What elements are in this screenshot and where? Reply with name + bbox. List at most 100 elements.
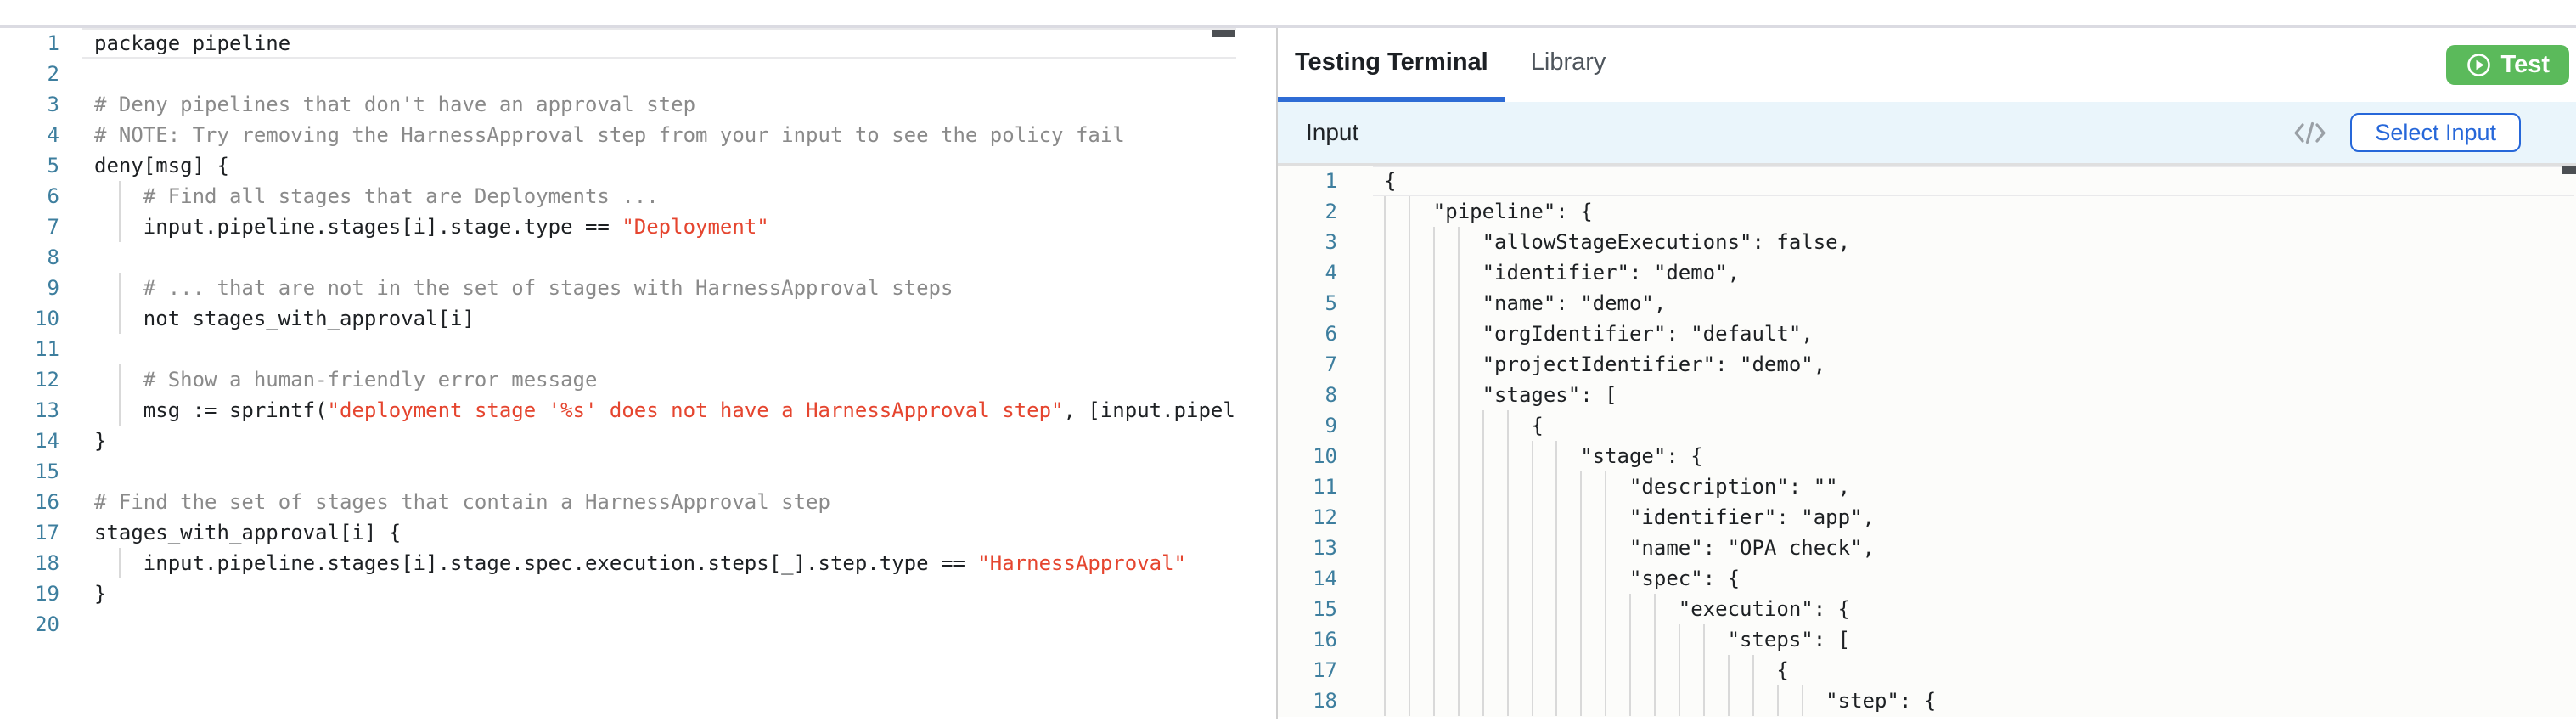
indent-guide bbox=[1654, 655, 1656, 685]
code-icon[interactable] bbox=[2292, 121, 2327, 145]
policy-code-line[interactable]: 4# NOTE: Try removing the HarnessApprova… bbox=[0, 120, 1236, 150]
input-json-editor[interactable]: 1{2 "pipeline": {3 "allowStageExecutions… bbox=[1278, 166, 2576, 717]
policy-code-line[interactable]: 7 input.pipeline.stages[i].stage.type ==… bbox=[0, 212, 1236, 242]
code-line-text: "pipeline": { bbox=[1384, 196, 1593, 227]
indent-guide bbox=[1384, 624, 1386, 655]
json-code-line[interactable]: 6 "orgIdentifier": "default", bbox=[1278, 319, 2576, 349]
policy-code-line[interactable]: 15 bbox=[0, 456, 1236, 487]
policy-code-line[interactable]: 3# Deny pipelines that don't have an app… bbox=[0, 89, 1236, 120]
code-line-text: } bbox=[94, 578, 106, 609]
code-line-text: stages_with_approval[i] { bbox=[94, 517, 401, 548]
json-code-line[interactable]: 4 "identifier": "demo", bbox=[1278, 257, 2576, 288]
policy-code-line[interactable]: 19} bbox=[0, 578, 1236, 609]
indent-guide bbox=[1482, 655, 1484, 685]
json-code-line[interactable]: 12 "identifier": "app", bbox=[1278, 502, 2576, 533]
code-line-text: { bbox=[1384, 655, 1788, 685]
policy-code-line[interactable]: 8 bbox=[0, 242, 1236, 273]
policy-code-line[interactable]: 12 # Show a human-friendly error message bbox=[0, 364, 1236, 395]
policy-code-line[interactable]: 10 not stages_with_approval[i] bbox=[0, 303, 1236, 334]
indent-guide bbox=[1432, 594, 1435, 624]
select-input-button[interactable]: Select Input bbox=[2350, 113, 2521, 152]
code-line-text: "orgIdentifier": "default", bbox=[1384, 319, 1814, 349]
indent-guide bbox=[1531, 471, 1533, 502]
json-code-line[interactable]: 13 "name": "OPA check", bbox=[1278, 533, 2576, 563]
policy-code-line[interactable]: 18 input.pipeline.stages[i].stage.spec.e… bbox=[0, 548, 1236, 578]
json-code-line[interactable]: 1{ bbox=[1278, 166, 2576, 196]
json-code-line[interactable]: 15 "execution": { bbox=[1278, 594, 2576, 624]
tab-library[interactable]: Library bbox=[1514, 28, 1623, 102]
indent-guide bbox=[1482, 685, 1484, 716]
json-editor-lines[interactable]: 1{2 "pipeline": {3 "allowStageExecutions… bbox=[1278, 166, 2576, 716]
json-code-line[interactable]: 16 "steps": [ bbox=[1278, 624, 2576, 655]
indent-guide bbox=[1555, 563, 1558, 594]
indent-guide bbox=[1654, 685, 1656, 716]
policy-code-line[interactable]: 17 stages_with_approval[i] { bbox=[0, 517, 1236, 548]
indent-guide bbox=[118, 395, 121, 426]
indent-guide bbox=[1654, 594, 1656, 624]
code-line-text: "stages": [ bbox=[1384, 380, 1617, 410]
line-number: 16 bbox=[1313, 628, 1337, 651]
tab-testing-terminal[interactable]: Testing Terminal bbox=[1278, 28, 1505, 102]
indent-guide bbox=[1629, 685, 1632, 716]
policy-code-line[interactable]: 16# Find the set of stages that contain … bbox=[0, 487, 1236, 517]
json-code-line[interactable]: 17 { bbox=[1278, 655, 2576, 685]
json-code-line[interactable]: 3 "allowStageExecutions": false, bbox=[1278, 227, 2576, 257]
code-segment-default: { bbox=[1384, 414, 1544, 437]
json-code-line[interactable]: 8 "stages": [ bbox=[1278, 380, 2576, 410]
line-number: 17 bbox=[35, 521, 59, 544]
indent-guide bbox=[1432, 441, 1435, 471]
code-line-text: input.pipeline.stages[i].stage.type == "… bbox=[94, 212, 769, 242]
policy-code-line[interactable]: 13 msg := sprintf("deployment stage '%s'… bbox=[0, 395, 1236, 426]
line-number: 12 bbox=[1313, 505, 1337, 529]
policy-code-line[interactable]: 6 # Find all stages that are Deployments… bbox=[0, 181, 1236, 212]
indent-guide bbox=[1408, 533, 1410, 563]
json-code-line[interactable]: 18 "step": { bbox=[1278, 685, 2576, 716]
line-number: 3 bbox=[1325, 230, 1337, 254]
indent-guide bbox=[1776, 685, 1779, 716]
json-code-line[interactable]: 10 "stage": { bbox=[1278, 441, 2576, 471]
overview-cursor-marker bbox=[1212, 30, 1235, 37]
indent-guide bbox=[1457, 441, 1460, 471]
indent-guide bbox=[1482, 502, 1484, 533]
indent-guide bbox=[1629, 655, 1632, 685]
indent-guide bbox=[1408, 502, 1410, 533]
indent-guide bbox=[1580, 563, 1583, 594]
indent-guide bbox=[1605, 471, 1607, 502]
policy-code-line[interactable]: 11 bbox=[0, 334, 1236, 364]
indent-guide bbox=[1482, 624, 1484, 655]
indent-guide bbox=[1605, 655, 1607, 685]
code-segment-default: "step": { bbox=[1384, 689, 1937, 713]
indent-guide bbox=[1457, 624, 1460, 655]
line-number: 14 bbox=[1313, 567, 1337, 590]
test-button[interactable]: Test bbox=[2445, 45, 2569, 85]
indent-guide bbox=[1702, 624, 1705, 655]
json-code-line[interactable]: 14 "spec": { bbox=[1278, 563, 2576, 594]
indent-guide bbox=[1482, 563, 1484, 594]
code-segment-string: "HarnessApproval" bbox=[977, 551, 1186, 575]
policy-code-line[interactable]: 9 # ... that are not in the set of stage… bbox=[0, 273, 1236, 303]
policy-code-line[interactable]: 2 bbox=[0, 59, 1236, 89]
code-segment-comment: # ... that are not in the set of stages … bbox=[94, 276, 953, 300]
indent-guide bbox=[1457, 594, 1460, 624]
current-line-highlight bbox=[1373, 166, 2574, 196]
json-code-line[interactable]: 5 "name": "demo", bbox=[1278, 288, 2576, 319]
code-segment-comment: # Deny pipelines that don't have an appr… bbox=[94, 93, 696, 116]
json-code-line[interactable]: 11 "description": "", bbox=[1278, 471, 2576, 502]
code-line-text: msg := sprintf("deployment stage '%s' do… bbox=[94, 395, 1235, 426]
test-button-label: Test bbox=[2500, 51, 2550, 78]
indent-guide bbox=[1457, 349, 1460, 380]
indent-guide bbox=[1408, 471, 1410, 502]
code-line-text: "identifier": "demo", bbox=[1384, 257, 1740, 288]
json-code-line[interactable]: 7 "projectIdentifier": "demo", bbox=[1278, 349, 2576, 380]
indent-guide bbox=[1605, 594, 1607, 624]
policy-code-line[interactable]: 14} bbox=[0, 426, 1236, 456]
indent-guide bbox=[1555, 624, 1558, 655]
policy-code-line[interactable]: 20 bbox=[0, 609, 1236, 640]
json-code-line[interactable]: 9 { bbox=[1278, 410, 2576, 441]
json-code-line[interactable]: 2 "pipeline": { bbox=[1278, 196, 2576, 227]
panel-divider[interactable] bbox=[1276, 28, 1278, 719]
